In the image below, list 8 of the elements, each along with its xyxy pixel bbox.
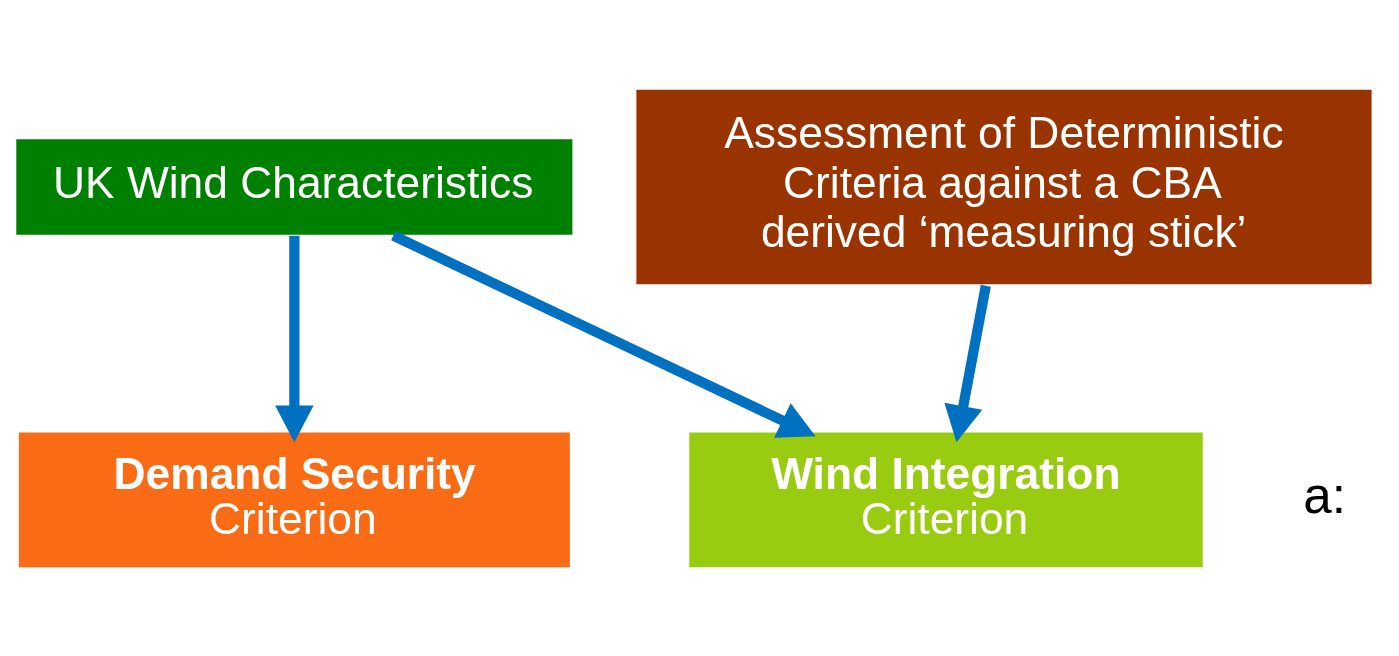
arrow: [391, 230, 816, 438]
node-box: Wind Integration Criterion: [687, 430, 1205, 569]
arrow: [275, 235, 314, 442]
label: a:: [1303, 466, 1347, 524]
node-box: Demand Security Criterion: [17, 430, 572, 569]
node-box: UK Wind Characteristics: [14, 136, 575, 236]
node-box: Assessment of Deterministic Criteria against a CBA derived ‘measuring stick’: [634, 87, 1374, 286]
arrow: [944, 284, 991, 442]
